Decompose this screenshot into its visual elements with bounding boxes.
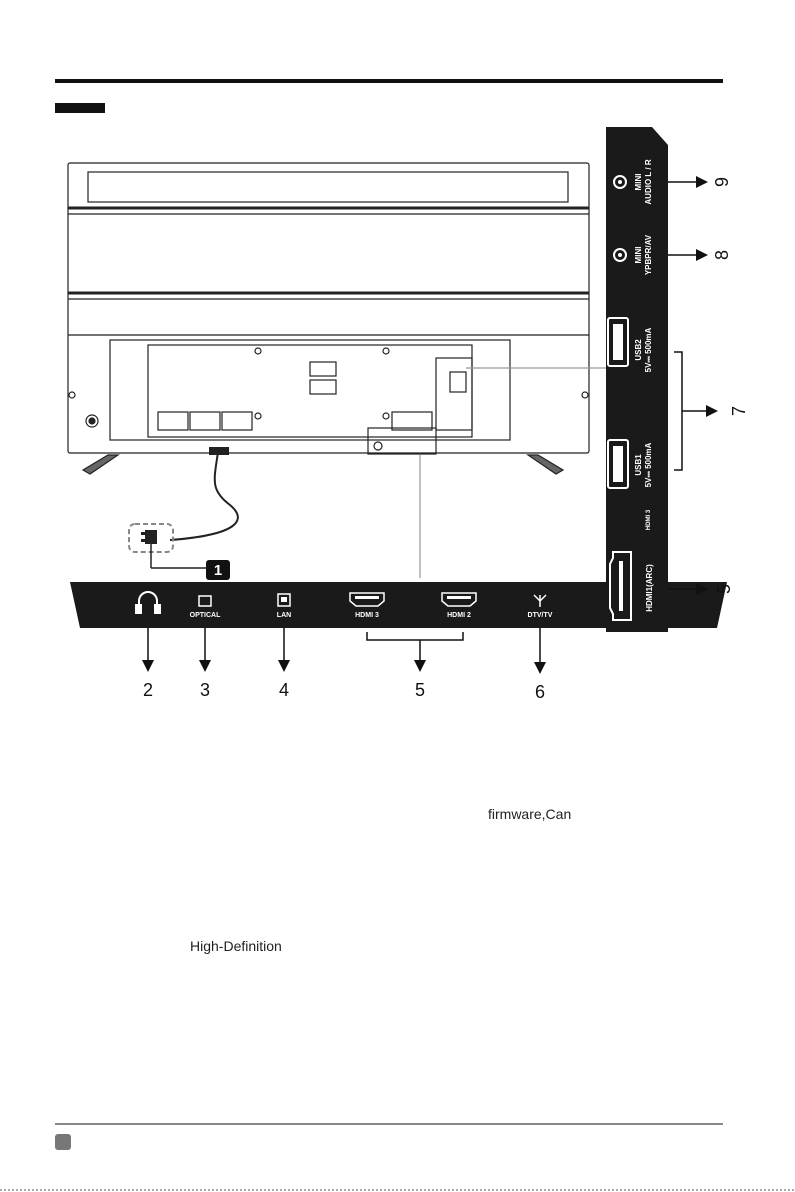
bracket-hdmi	[367, 632, 463, 640]
label-hdmi2: HDMI 2	[447, 612, 471, 619]
callout-3: 3	[200, 680, 210, 700]
hdmi2-port-detail	[447, 596, 471, 599]
page-number-badge	[55, 1134, 71, 1150]
callout-5-side: 5	[714, 584, 734, 594]
arrow-4-head	[278, 660, 290, 672]
callout-7: 7	[729, 406, 749, 416]
body-text-fragment-high-definition: High-Definition	[190, 938, 282, 954]
label-hdmi3-side: HDMI 3	[646, 509, 652, 530]
hdmi3-port-detail	[355, 596, 379, 599]
mini-av-jack-center	[618, 253, 622, 257]
tv-back-illustration	[68, 163, 589, 474]
label-mini-av-2: YPBPR/AV	[644, 234, 653, 275]
usb2-port-detail	[613, 324, 623, 360]
label-usb2-1: USB2	[634, 339, 643, 361]
usb1-port-detail	[613, 446, 623, 482]
bracket-usb	[674, 352, 682, 470]
label-hdmi3: HDMI 3	[355, 612, 379, 619]
label-lan: LAN	[277, 612, 291, 619]
label-dtv: DTV/TV	[528, 612, 553, 619]
label-usb1-1: USB1	[634, 454, 643, 476]
label-usb1-2: 5V⎓ 500mA	[644, 442, 653, 487]
header-tab	[55, 103, 105, 113]
arrow-7-head	[706, 405, 718, 417]
callout-6: 6	[535, 682, 545, 702]
label-hdmi1: HDMI1(ARC)	[645, 564, 654, 612]
callout-9: 9	[712, 177, 732, 187]
mini-audio-jack-center	[618, 180, 622, 184]
power-plug-icon	[129, 524, 207, 568]
arrow-3-head	[199, 660, 211, 672]
label-usb2-2: 5V⎓ 500mA	[644, 327, 653, 372]
callout-2: 2	[143, 680, 153, 700]
lan-port-detail	[281, 597, 287, 602]
hdmi1-port-detail	[619, 561, 623, 611]
callout-8: 8	[712, 250, 732, 260]
label-mini-audio-2: AUDIO L / R	[644, 159, 653, 204]
header-rule	[55, 79, 723, 83]
side-connector-panel	[606, 127, 668, 632]
arrow-2-head	[142, 660, 154, 672]
callout-4: 4	[279, 680, 289, 700]
callout-5: 5	[415, 680, 425, 700]
arrow-6-head	[534, 662, 546, 674]
body-text-fragment-firmware: firmware,Can	[488, 806, 571, 822]
label-optical: OPTICAL	[190, 612, 221, 619]
callout-1: 1	[214, 562, 222, 579]
arrow-9-head	[696, 176, 708, 188]
arrow-8-head	[696, 249, 708, 261]
label-mini-av-1: MINI	[634, 247, 643, 264]
arrow-5-head	[414, 660, 426, 672]
label-mini-audio-1: MINI	[634, 174, 643, 191]
power-cord	[170, 448, 238, 540]
